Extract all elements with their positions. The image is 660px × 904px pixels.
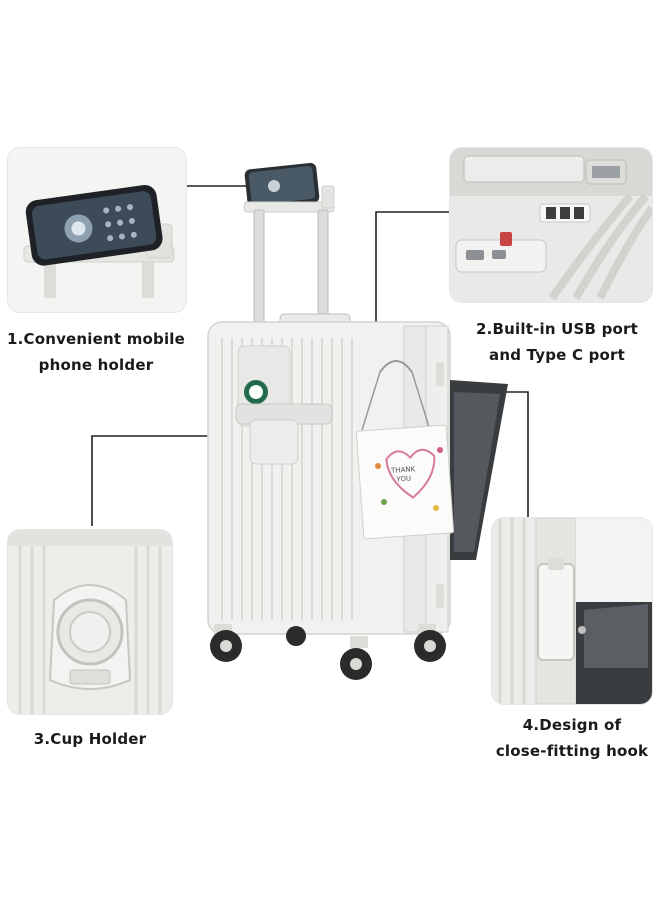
caption-line: 2.Built-in USB port — [475, 320, 639, 338]
bag-text-line1: THANK — [390, 465, 416, 475]
caption-line: and Type C port — [489, 346, 625, 364]
usb-port-closeup — [450, 148, 652, 302]
feature-caption-cup-holder: 3.Cup Holder — [10, 726, 170, 752]
caption-line: 3.Cup Holder — [33, 730, 147, 748]
cup-holder-closeup — [8, 530, 172, 714]
telescopic-handle — [253, 209, 351, 331]
caption-line: phone holder — [38, 356, 154, 374]
hook-closeup — [492, 518, 652, 704]
gift-bag: THANK YOU — [355, 360, 455, 540]
caption-line: close-fitting hook — [495, 742, 649, 760]
cup-holder — [235, 345, 333, 465]
wheels — [210, 624, 446, 680]
bag-text-line2: YOU — [395, 475, 411, 484]
caption-line: 1.Convenient mobile — [6, 330, 186, 348]
phone-on-handle — [243, 162, 335, 213]
feature-caption-hook: 4.Design of close-fitting hook — [484, 712, 660, 764]
caption-line: 4.Design of — [522, 716, 622, 734]
feature-caption-usb-port: 2.Built-in USB port and Type C port — [462, 316, 652, 368]
feature-caption-phone-holder: 1.Convenient mobile phone holder — [6, 326, 186, 378]
front-pocket — [450, 380, 508, 560]
phone-holder-closeup — [8, 148, 186, 312]
